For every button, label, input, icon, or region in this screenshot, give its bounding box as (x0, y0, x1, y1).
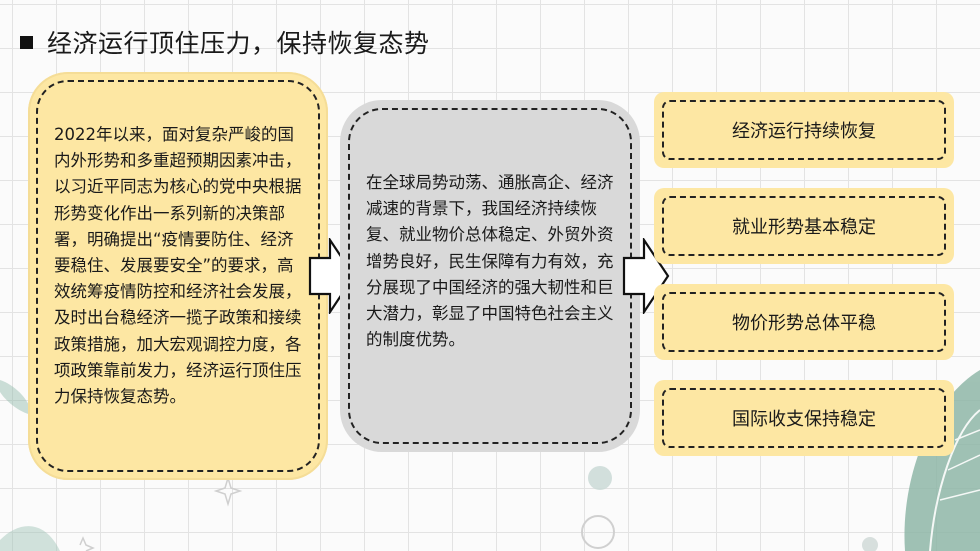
page-title: 经济运行顶住压力，保持恢复态势 (47, 29, 430, 58)
result-frame: 经济运行持续恢复 (662, 100, 946, 160)
result-box-prices: 物价形势总体平稳 (654, 284, 954, 360)
circle-decoration-icon (862, 537, 878, 551)
result-frame: 国际收支保持稳定 (662, 388, 946, 448)
title-square-icon (20, 35, 33, 49)
result-label: 物价形势总体平稳 (732, 313, 876, 334)
background-context-frame: 2022年以来，面对复杂严峻的国内外形势和多重超预期因素冲击，以习近平同志为核心… (36, 80, 320, 472)
sparkle-icon (213, 475, 243, 507)
result-label: 经济运行持续恢复 (732, 121, 876, 142)
page-title-bar: 经济运行顶住压力，保持恢复态势 (20, 24, 430, 60)
result-box-balance-of-payments: 国际收支保持稳定 (654, 380, 954, 456)
result-box-employment: 就业形势基本稳定 (654, 188, 954, 264)
achievement-summary-text: 在全球局势动荡、通胀高企、经济减速的背景下，我国经济持续恢复、就业物价总体稳定、… (366, 173, 614, 350)
achievement-summary-frame: 在全球局势动荡、通胀高企、经济减速的背景下，我国经济持续恢复、就业物价总体稳定、… (348, 108, 632, 444)
result-frame: 就业形势基本稳定 (662, 196, 946, 256)
background-context-text: 2022年以来，面对复杂严峻的国内外形势和多重超预期因素冲击，以习近平同志为核心… (54, 125, 302, 407)
result-box-economy: 经济运行持续恢复 (654, 92, 954, 168)
sparkle-icon (79, 536, 95, 551)
result-label: 国际收支保持稳定 (732, 409, 876, 430)
background-context-box: 2022年以来，面对复杂严峻的国内外形势和多重超预期因素冲击，以习近平同志为核心… (28, 72, 328, 480)
achievement-summary-box: 在全球局势动荡、通胀高企、经济减速的背景下，我国经济持续恢复、就业物价总体稳定、… (340, 100, 640, 452)
circle-decoration-icon (588, 466, 612, 490)
result-frame: 物价形势总体平稳 (662, 292, 946, 352)
result-label: 就业形势基本稳定 (732, 217, 876, 238)
circle-decoration-icon (581, 515, 615, 549)
